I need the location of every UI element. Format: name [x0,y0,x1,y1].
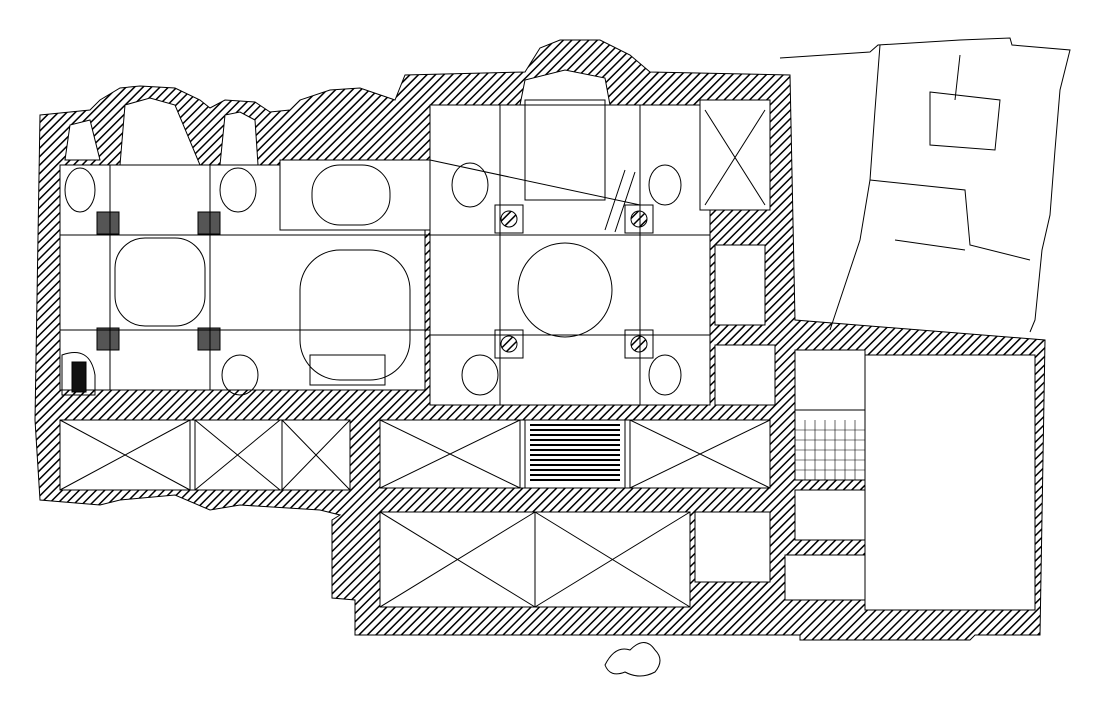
tree-symbol [604,642,661,677]
staircase [524,169,636,489]
structural-lines [60,105,710,405]
cross-vaults [59,109,771,608]
domes [64,99,682,396]
piers [61,204,654,396]
northeast-outline [779,37,1071,333]
tiled-floor [795,420,865,480]
